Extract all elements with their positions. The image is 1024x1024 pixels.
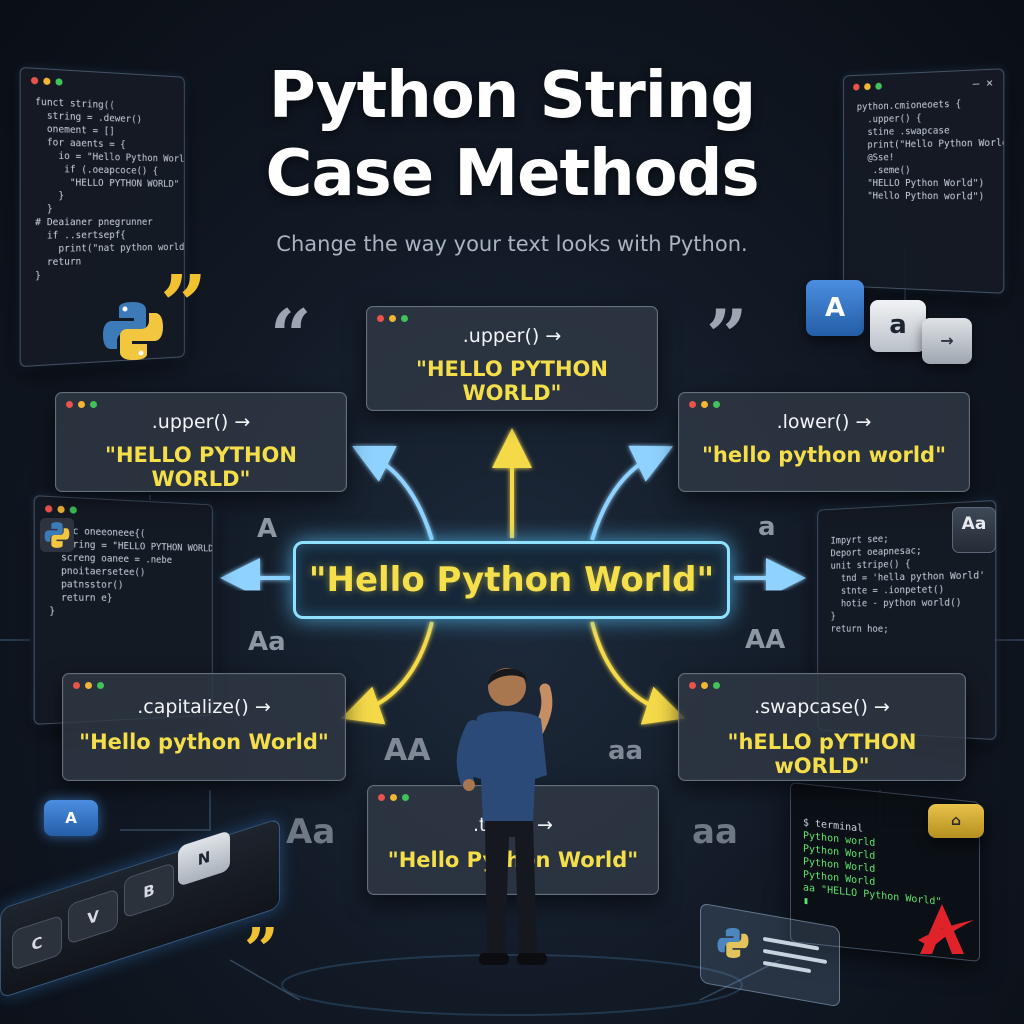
page-subtitle: Change the way your text looks with Pyth… — [276, 232, 748, 256]
key-yellow: ⌂ — [928, 804, 984, 838]
code-line: } — [830, 611, 836, 622]
deco-letter: A — [257, 514, 278, 544]
code-line: } — [35, 190, 65, 202]
code-line: tnd = 'hella python World' — [830, 570, 986, 585]
method-label: .swapcase() → — [754, 696, 890, 718]
method-label: .upper() → — [151, 411, 251, 433]
card-upper-top: .upper() → "HELLO PYTHON WORLD" — [366, 306, 658, 411]
small-quote-icon: ” — [244, 916, 279, 986]
key-uppercase-a: A — [806, 280, 864, 336]
page-title-line1: Python String — [268, 59, 756, 133]
yellow-quote-icon: ” — [160, 258, 208, 354]
card-capitalize: .capitalize() → "Hello python World" — [62, 673, 346, 781]
deco-letter: aa — [608, 736, 644, 766]
deco-letter: Aa — [248, 627, 286, 657]
deco-letter: aa — [692, 812, 738, 852]
arrow-to-capitalize — [341, 621, 434, 725]
code-line: print("nat python world") — [35, 242, 185, 256]
deco-letter: a — [758, 512, 776, 542]
arrow-to-swapcase — [590, 621, 685, 725]
code-line: hotie - python world() — [830, 597, 962, 610]
python-logo-bottom-icon — [717, 928, 749, 958]
page-title-line2: Case Methods — [265, 137, 759, 211]
card-upper-left: .upper() → "HELLO PYTHON WORLD" — [55, 392, 347, 492]
code-line: return hoe; — [830, 623, 889, 635]
code-line: @Sse! — [856, 152, 895, 164]
code-line: print("Hello Python World") — [856, 137, 1005, 151]
code-line: } — [49, 605, 56, 618]
code-window-top-right: — ✕ python.cmioneoets { .upper() { stine… — [843, 68, 1005, 294]
key-label: A — [65, 809, 77, 827]
key-arrow: → — [922, 318, 972, 364]
method-label: .capitalize() → — [137, 696, 271, 718]
person-figure — [456, 668, 553, 965]
key-label: C — [31, 932, 43, 955]
card-swapcase: .swapcase() → "hELLO pYTHON wORLD" — [678, 673, 966, 781]
aa-badge: Aa — [952, 507, 996, 553]
arrow-to-upper-left — [352, 446, 434, 541]
method-result: "HELLO PYTHON WORLD" — [416, 357, 608, 405]
method-label: .lower() → — [776, 411, 872, 433]
badge-label: Aa — [961, 514, 987, 534]
close-icon: — ✕ — [972, 75, 993, 91]
deco-letter: AA — [384, 733, 431, 768]
close-quote-icon: ” — [706, 293, 748, 378]
key-label: V — [87, 906, 99, 929]
python-logo-icon — [103, 302, 163, 360]
code-line: patnsstor() — [49, 578, 124, 591]
method-result: "hello python world" — [701, 443, 947, 467]
method-label: .upper() → — [462, 325, 562, 347]
key-label: N — [197, 847, 211, 870]
arrow-to-lower — [590, 445, 673, 541]
key-a-blue-small: A — [44, 800, 98, 836]
key-label: B — [143, 880, 155, 903]
method-result: "Hello Python World" — [387, 848, 639, 872]
deco-letter: AA — [745, 625, 786, 655]
center-input-string: "Hello Python World" — [293, 541, 730, 619]
deco-letter: Aa — [286, 812, 336, 852]
key-label: a — [889, 310, 907, 340]
code-line: # Deaianer pnegrunner — [35, 217, 153, 229]
brand-logo-icon — [918, 904, 974, 954]
python-logo-small-icon — [40, 518, 74, 552]
code-line: "HELLO Python World") — [856, 177, 985, 190]
code-line: .seme() — [856, 165, 911, 177]
key-lowercase-a: a — [870, 300, 926, 352]
method-result: "hELLO pYTHON wORLD" — [727, 730, 917, 778]
code-line: "Hello Python world") — [856, 190, 985, 203]
card-lower: .lower() → "hello python world" — [678, 392, 970, 492]
code-line: return e} — [49, 592, 113, 604]
code-line: } — [35, 203, 53, 215]
open-quote-icon: “ — [270, 293, 312, 378]
key-label: A — [824, 293, 846, 323]
method-result: "HELLO PYTHON WORLD" — [105, 443, 297, 491]
method-result: "Hello python World" — [79, 730, 329, 754]
